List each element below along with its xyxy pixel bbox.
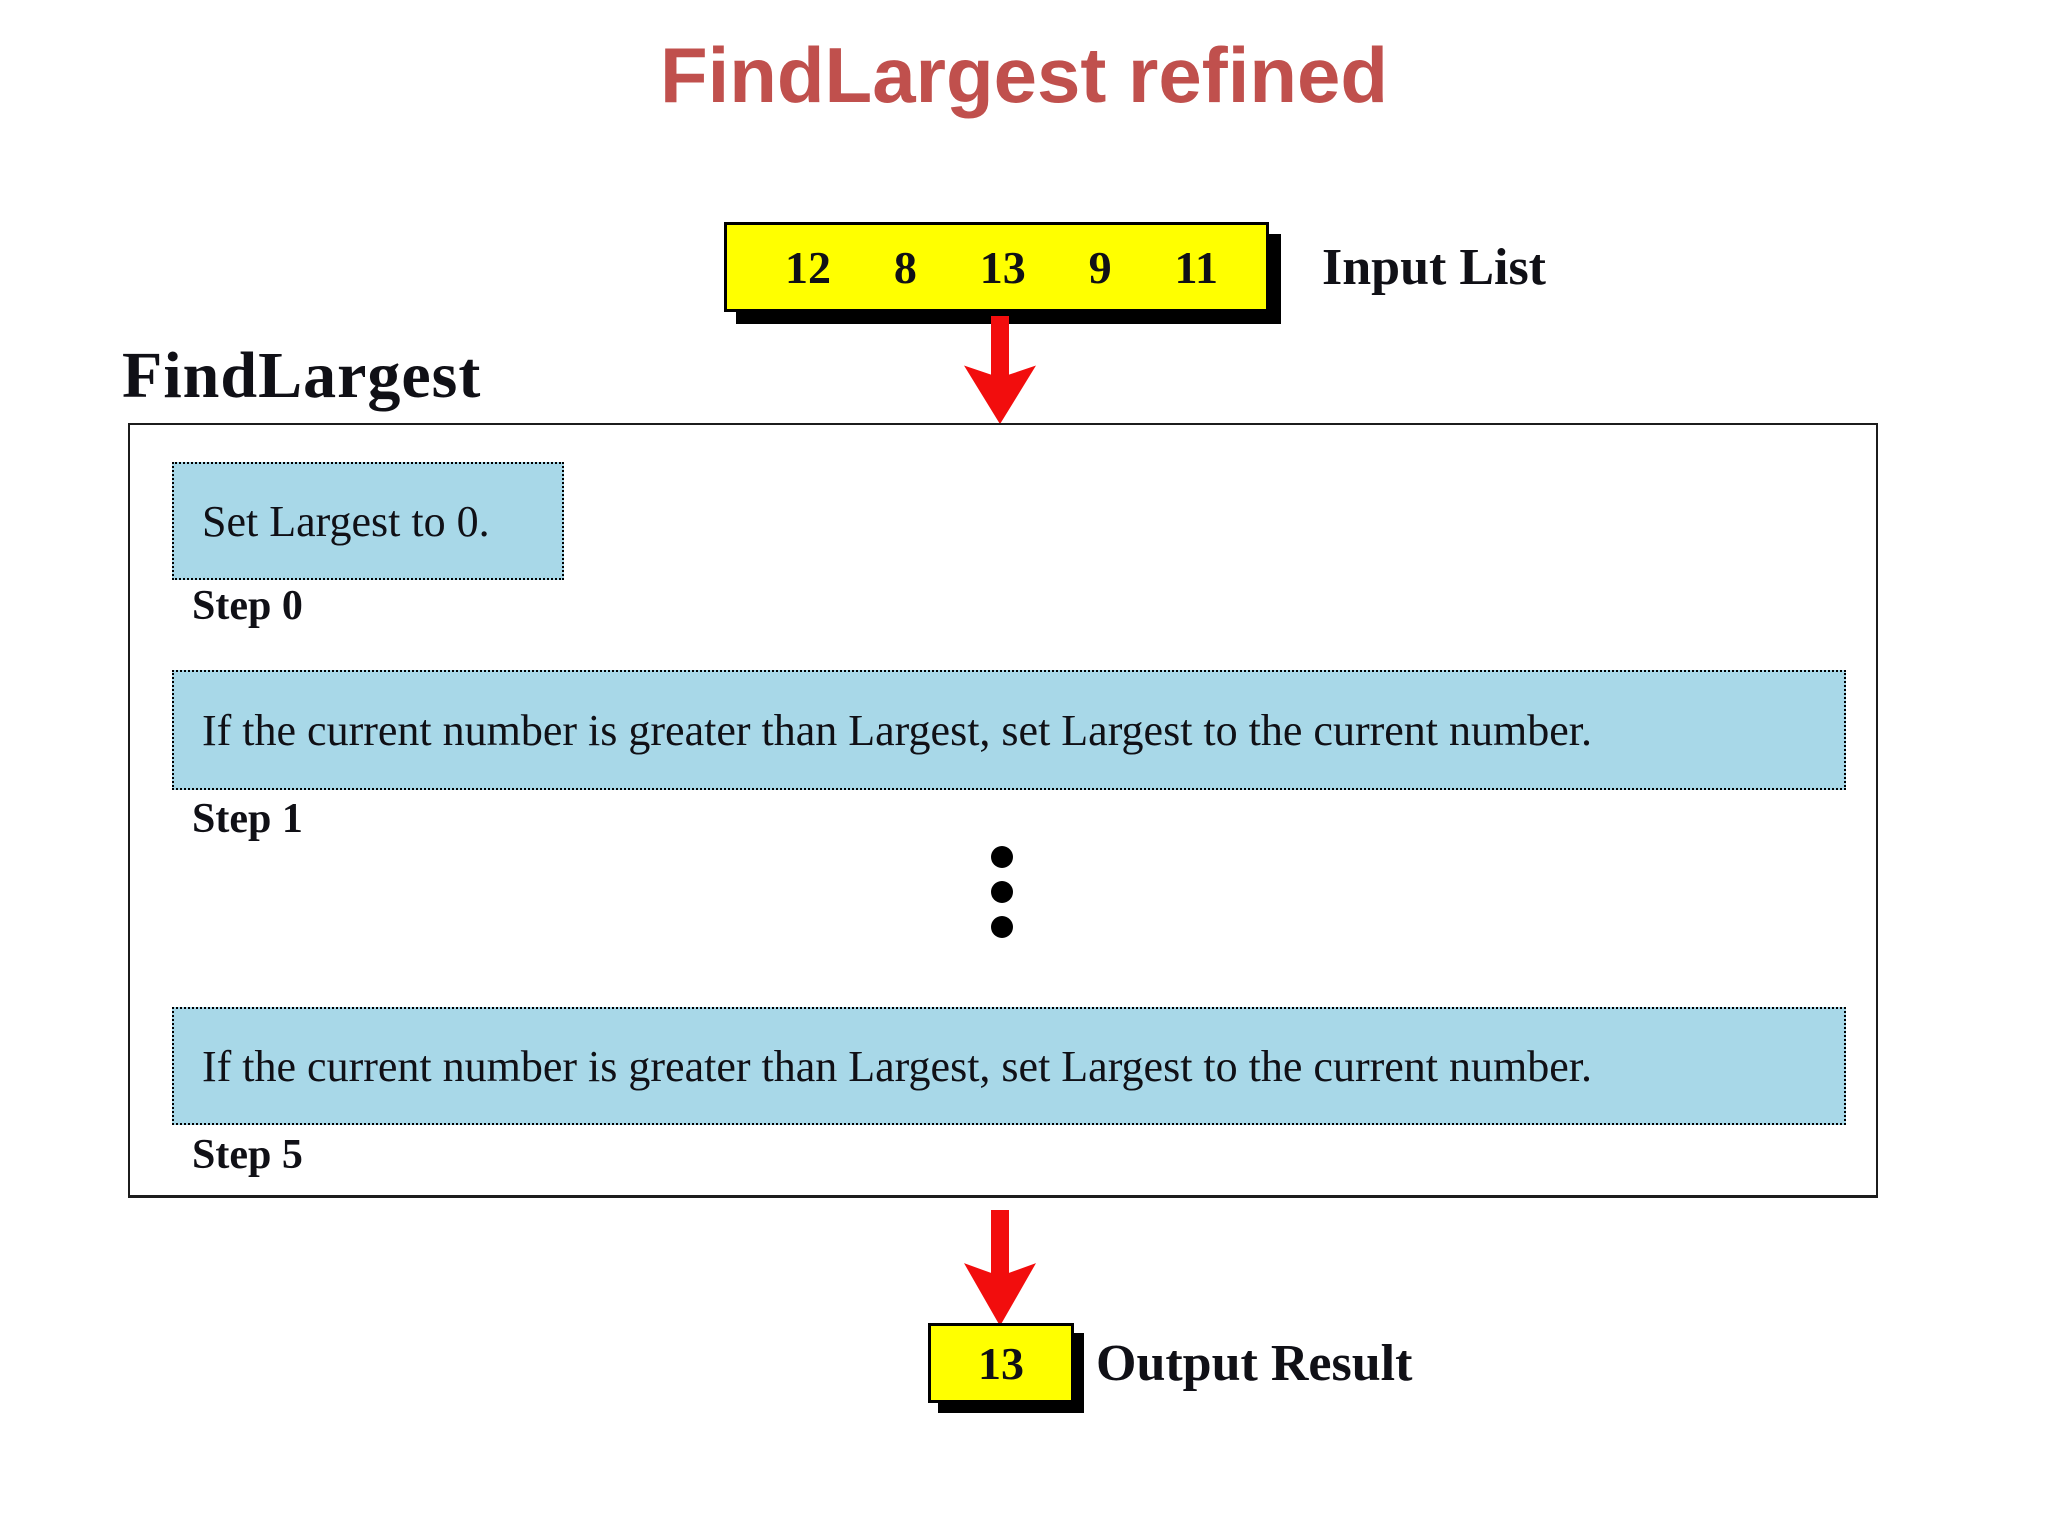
step-box-0: Set Largest to 0. [172, 462, 564, 580]
step-text: If the current number is greater than La… [202, 1041, 1592, 1091]
ellipsis-dots [991, 846, 1013, 938]
dot-icon [991, 916, 1013, 938]
step-label-5: Step 5 [192, 1132, 303, 1178]
step-label-1: Step 1 [192, 796, 303, 842]
step-text: Set Largest to 0. [202, 496, 490, 546]
step-box-1: If the current number is greater than La… [172, 670, 1846, 790]
down-arrow-icon [960, 1210, 1040, 1328]
page-title: FindLargest refined [659, 31, 1389, 119]
output-value: 13 [978, 1337, 1024, 1389]
input-value: 8 [893, 241, 917, 293]
input-value: 12 [785, 241, 831, 293]
dot-icon [991, 881, 1013, 903]
input-value: 9 [1088, 241, 1112, 293]
dot-icon [991, 846, 1013, 868]
step-text: If the current number is greater than La… [202, 705, 1592, 755]
output-result-label: Output Result [1096, 1334, 1413, 1392]
procedure-box: Set Largest to 0. Step 0 If the current … [128, 423, 1878, 1198]
input-value: 13 [979, 241, 1026, 293]
input-list-box: 12 8 13 9 11 [724, 222, 1269, 312]
step-box-5: If the current number is greater than La… [172, 1007, 1846, 1125]
down-arrow-icon [960, 316, 1040, 426]
output-result-box: 13 [928, 1323, 1074, 1403]
input-list-label: Input List [1322, 238, 1546, 296]
input-value: 11 [1174, 241, 1218, 293]
procedure-heading: FindLargest [122, 339, 482, 412]
step-label-0: Step 0 [192, 583, 303, 629]
